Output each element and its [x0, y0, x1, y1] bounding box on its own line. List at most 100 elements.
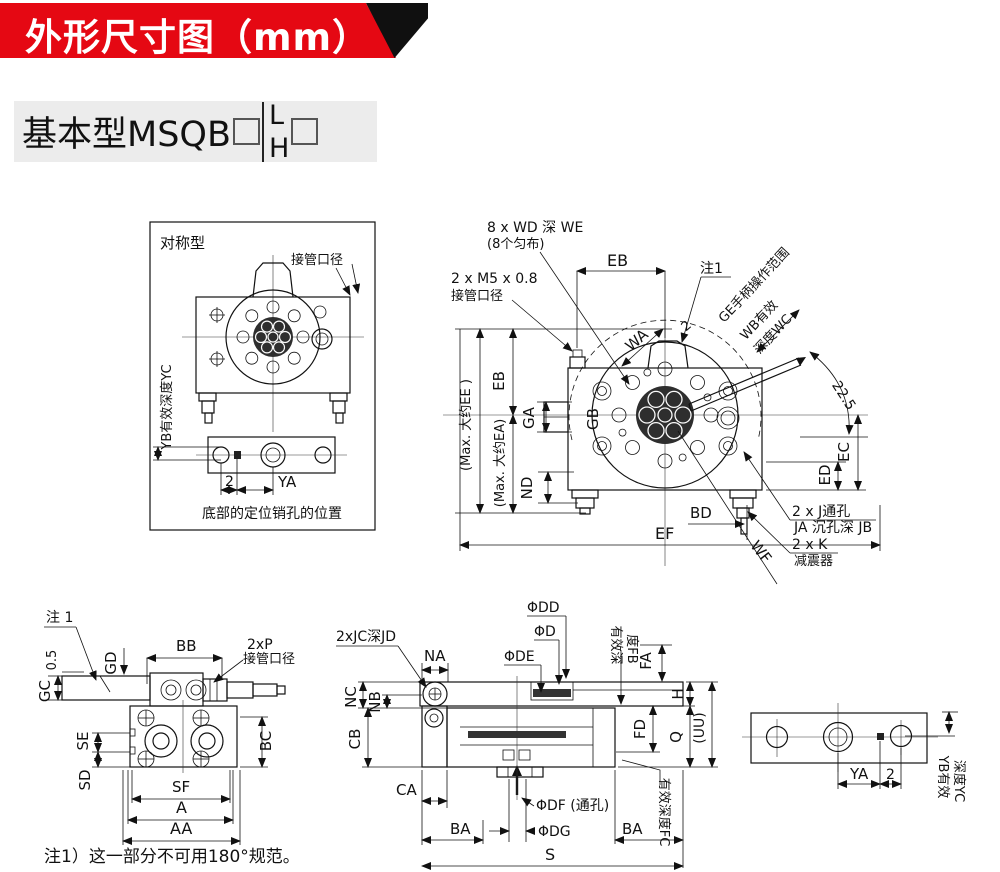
main-note1: 注1 — [700, 261, 723, 277]
bottom-dim-bc: BC — [257, 731, 275, 752]
model-strip: 基本型MSQB L H — [14, 101, 377, 162]
symmetric-depth-label: YB有效深度YC — [159, 364, 175, 450]
symmetric-bolt-holes — [236, 300, 310, 374]
side-dim-fd: FD — [631, 719, 649, 739]
symmetric-corner-screws — [209, 305, 327, 367]
symmetric-shocks — [198, 392, 348, 424]
main-dim-ed: ED — [816, 464, 834, 485]
main-tab — [647, 340, 689, 369]
main-dim-nd: ND — [518, 477, 536, 500]
bottom-dim-bb: BB — [176, 637, 197, 655]
symmetric-title: 对称型 — [160, 234, 205, 252]
symmetric-flange — [225, 289, 321, 385]
symmetric-gear-detail — [254, 320, 292, 354]
bottom-dim-gd: GD — [102, 651, 120, 674]
main-dim-wa: WA — [622, 325, 653, 355]
main-j-label-1: 2 x J通孔 — [792, 504, 850, 520]
main-dim-bd: BD — [690, 504, 712, 522]
model-option-l: L — [269, 99, 285, 131]
symmetric-body — [195, 296, 351, 394]
symmetric-dim-2: 2 — [225, 474, 234, 490]
side-fb-label-1: 有效深 — [608, 625, 623, 664]
bottom-port-label-1: 2xP — [247, 637, 273, 653]
side-dim-dg: ΦDG — [538, 824, 571, 840]
main-gear-detail — [638, 390, 692, 440]
main-bolt-label-2: (8个匀布) — [487, 237, 544, 252]
side-dim-na: NA — [424, 647, 446, 665]
symmetric-dim-ya: YA — [277, 473, 297, 491]
side-dim-dd: ΦDD — [527, 600, 560, 616]
plate-body — [750, 712, 928, 764]
model-lh-options: L H — [262, 99, 290, 164]
bottom-dim-a: A — [176, 798, 187, 817]
plate-view: YA 2 YB有效 深度YC — [742, 703, 967, 802]
side-fc-label: 有效深度FC — [656, 778, 672, 847]
bottom-big-holes — [144, 724, 224, 758]
side-fb-label-2: 度FB — [624, 634, 640, 663]
bottom-body — [129, 705, 238, 768]
bottom-dim-se: SE — [74, 732, 92, 751]
symmetric-caption: 底部的定位销孔的位置 — [202, 506, 342, 522]
model-box-2 — [291, 118, 319, 145]
symmetric-pin — [234, 451, 241, 459]
header-banner: 外形尺寸图（mm） — [0, 3, 430, 59]
main-port-label-2: 接管口径 — [451, 288, 503, 304]
bottom-dim-sd: SD — [76, 769, 94, 790]
footnote: 注1）这一部分不可用180°规范。 — [44, 847, 300, 867]
symmetric-box-border — [149, 221, 376, 531]
symmetric-view: 对称型 接管口径 — [149, 221, 376, 531]
main-dim-wf: WF — [747, 537, 776, 567]
side-jc-label: 2xJC深JD — [336, 629, 396, 645]
bottom-dim-sf: SF — [172, 778, 190, 796]
side-df-label: ΦDF (通孔) — [536, 798, 609, 814]
side-dim-de: ΦDE — [504, 649, 535, 665]
plate-dim-ya: YA — [849, 765, 869, 783]
main-dim-eb-top: EB — [607, 251, 628, 270]
side-foot — [496, 766, 544, 778]
side-dim-h: H — [669, 688, 687, 699]
plate-dim-2: 2 — [886, 767, 895, 783]
main-dim-gb: GB — [584, 408, 602, 430]
main-dim-eb-left: EB — [490, 371, 508, 391]
symmetric-port-label: 接管口径 — [291, 252, 343, 268]
main-bolt-label-1: 8 x WD 深 WE — [487, 220, 583, 236]
side-dim-ca: CA — [396, 781, 417, 799]
main-handle — [688, 357, 806, 412]
side-dim-uu: (UU) — [692, 712, 708, 743]
bottom-dim-aa: AA — [170, 819, 192, 838]
model-prefix: 基本型MSQB — [22, 115, 231, 155]
side-dim-fa: FA — [637, 652, 655, 670]
bottom-arm — [61, 672, 286, 707]
side-dim-q: Q — [667, 731, 685, 743]
model-box-1 — [233, 118, 260, 145]
main-flange — [591, 341, 739, 489]
main-view: 8 x WD 深 WE (8个匀布) EB 注1 2 x M5 x 0.8 接管… — [443, 220, 881, 585]
side-dim-d: ΦD — [534, 624, 556, 640]
bottom-port-label-2: 接管口径 — [243, 651, 295, 667]
model-option-h: H — [269, 132, 290, 164]
side-dim-nb: NB — [366, 691, 384, 713]
plate-pin — [877, 733, 884, 740]
plate-depth-label-1: YB有效 — [935, 755, 950, 799]
main-port-label-1: 2 x M5 x 0.8 — [451, 271, 538, 287]
symmetric-gear — [253, 317, 293, 357]
bottom-view: 注 1 0.5 GC GD BB 2xP 接管口径 — [36, 610, 295, 845]
main-j-label-2: JA 沉孔深 JB — [793, 520, 872, 536]
banner-red-shape — [0, 3, 396, 58]
main-dim-ec: EC — [835, 442, 853, 462]
main-handle-label: GE手柄操作范围 — [715, 245, 792, 326]
page-title: 外形尺寸图（mm） — [25, 16, 371, 59]
main-dim-ga: GA — [520, 406, 538, 429]
main-dim-ef: EF — [655, 524, 674, 543]
main-dim-ea: (Max. 大约EA) — [493, 419, 508, 507]
bottom-arm-screws — [160, 679, 207, 701]
main-dim-2: 2 — [679, 318, 695, 335]
bottom-note1: 注 1 — [46, 610, 73, 626]
symmetric-port-circle — [311, 328, 333, 350]
main-k-label-1: 2 x K — [792, 537, 828, 553]
side-dim-ba-right: BA — [622, 820, 643, 838]
main-angle: 22.5 — [828, 378, 858, 413]
side-dim-cb: CB — [346, 729, 364, 750]
